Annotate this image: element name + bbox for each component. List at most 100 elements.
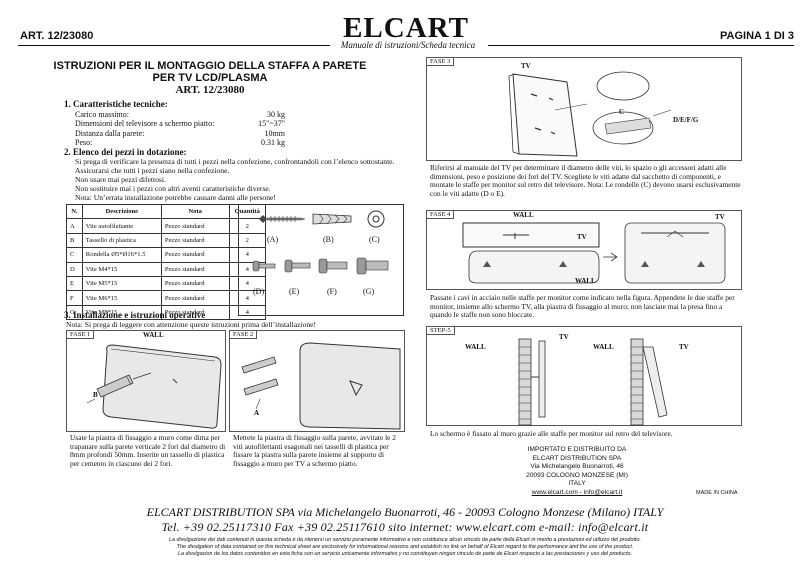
spec-value: 30 kg	[267, 110, 285, 119]
cell: Vite M5*15	[81, 275, 162, 292]
fase-4-text: Passate i cavi in acciaio nelle staffe p…	[430, 293, 735, 320]
wall-label-1: WALL	[465, 343, 486, 351]
part-c-label: C	[619, 108, 625, 116]
wall-label: WALL	[143, 331, 164, 339]
tv-bracket-mounting-drawing	[508, 71, 672, 157]
spec-label: Carico massimo:	[75, 110, 129, 119]
part-label: (E)	[289, 287, 300, 296]
wall-label-2: WALL	[593, 343, 614, 351]
tv-label: TV	[521, 62, 531, 70]
fase-4-figure: FASE 4 WALL TV WALL TV	[426, 210, 742, 290]
cell: Pezzo standard	[160, 290, 230, 306]
header-rule-right	[488, 45, 794, 46]
spec-label: Peso:	[75, 138, 93, 148]
column-header: N.	[66, 203, 83, 220]
instruction-line: Non usare mai pezzi difettosi.	[75, 175, 166, 184]
cell: D	[66, 261, 83, 277]
fase-tag: FASE 4	[427, 211, 455, 219]
importer-line: 20093 COLOGNO MONZESE (MI)	[526, 471, 628, 479]
fase-1-figure: FASE 1 WALL B	[66, 330, 226, 432]
page-number: PAGINA 1 DI 3	[720, 30, 794, 42]
spec-row: Dimensioni del televisore a schermo piat…	[75, 119, 285, 128]
washer-icon	[367, 210, 385, 228]
self-tapping-screw-icon	[259, 215, 306, 223]
wall-plate-fixing-drawing	[241, 342, 401, 430]
section-specs-heading: 1. Caratteristiche tecniche:	[64, 99, 168, 109]
bolt-m8-icon	[356, 257, 389, 275]
step-5-figure: STEP-5 WALL TV WALL TV	[426, 326, 742, 426]
importer-info: IMPORTATO E DISTRIBUITO DA ELCART DISTRI…	[467, 446, 687, 498]
importer-website-link[interactable]: www.elcart.com - info@elcart.it	[531, 488, 623, 496]
tv-label-2: TV	[679, 343, 689, 351]
parts-drawing	[252, 210, 389, 275]
column-header: Descrizione	[81, 203, 162, 220]
part-label: (B)	[323, 235, 334, 244]
spec-label: Distanza dalla parete:	[75, 128, 145, 138]
spec-row: Peso: 0.31 kg	[75, 138, 285, 147]
cell: Pezzo standard	[160, 261, 230, 277]
table-header-row: N. Descrizione Nota Quantità	[66, 203, 267, 220]
cell: Pezzo standard	[160, 247, 230, 263]
cell: Vite M6*15	[81, 290, 162, 306]
cell: Vite M4*15	[81, 261, 162, 277]
footer-contacts: Tel. +39 02.25117310 Fax +39 02.25117610…	[161, 520, 649, 534]
cell: Vite autofilettante	[81, 218, 162, 234]
made-in-label: MADE IN CHINA	[696, 490, 738, 496]
part-b-label: B	[93, 391, 98, 399]
importer-line: Via Michelangelo Buonarroti, 46	[530, 463, 624, 471]
parts-instructions: Si prega di verificare la presenza di tu…	[75, 157, 415, 202]
cell: E	[66, 275, 83, 292]
cell: Tassello di plastica	[81, 232, 162, 249]
cell: 4	[228, 304, 267, 321]
spec-value: 0.31 kg	[261, 138, 285, 148]
cell: F	[66, 290, 83, 306]
instruction-line: Nota: Un’errata installazione potrebbe c…	[75, 193, 276, 202]
footer-address: ELCART DISTRIBUTION SPA via Michelangelo…	[146, 505, 664, 519]
article-number: ART. 12/23080	[20, 30, 94, 42]
cell: Pezzo standard	[160, 232, 230, 249]
spec-row: Carico massimo: 30 kg	[75, 110, 285, 119]
cell: A	[66, 218, 83, 234]
spec-value: 15"~37"	[258, 119, 285, 129]
step-5-text: Lo schermo è fissato al muro grazie alle…	[430, 429, 673, 438]
bolt-m5-icon	[284, 259, 311, 273]
parts-defg-label: D/E/F/G	[673, 116, 699, 124]
part-label: (A)	[267, 235, 279, 244]
fase-3-text: Riferirsi al manuale del TV per determin…	[430, 163, 741, 199]
disclaimer-spanish: La divulgacion de los datos contenidos e…	[178, 551, 632, 557]
column-header: Nota	[160, 203, 230, 220]
instruction-line: Non sostituire mai i pezzi con altri ave…	[75, 184, 271, 193]
bolt-m6-icon	[318, 258, 348, 274]
section-install-heading: 3. Installazione e istruzioni operative	[64, 310, 206, 320]
spec-label: Dimensioni del televisore a schermo piat…	[75, 119, 215, 129]
install-note: Nota: Si prega di leggere con attenzione…	[66, 320, 317, 329]
document-subtitle: Manuale di istruzioni/Scheda tecnica	[340, 40, 476, 50]
disclaimer-english: The divulgation of data contained on thi…	[176, 544, 634, 550]
fase-3-figure: FASE 3 TV C D/E/F/G	[426, 57, 742, 161]
title-line-3: ART. 12/23080	[175, 84, 245, 96]
header-rule-left	[18, 45, 330, 46]
fase-2-figure: FASE 2 A	[229, 330, 405, 432]
fase-tag: FASE 3	[427, 58, 455, 66]
cell: C	[66, 247, 83, 263]
fase-tag: STEP-5	[427, 327, 455, 335]
wall-label-top: WALL	[513, 211, 534, 219]
bolt-m4-icon	[252, 260, 276, 272]
part-a-label: A	[254, 409, 260, 417]
spec-list: Carico massimo: 30 kg Dimensioni del tele…	[75, 110, 285, 148]
tv-label-right: TV	[715, 213, 725, 221]
cell: Vite M8*15	[81, 304, 162, 321]
fase-2-text: Mettete la piastra di fissaggio sulla pa…	[233, 433, 396, 469]
cell: Rondella Ø5*Ø16*1.5	[81, 247, 162, 263]
fase-1-text: Usate la piastra di fissaggio a muro com…	[70, 433, 226, 469]
disclaimer-italian: La divulgazione dei dati contenuti in qu…	[169, 537, 641, 543]
document-title: ISTRUZIONI PER IL MONTAGGIO DELLA STAFFA…	[40, 60, 380, 96]
instruction-line: Si prega di verificare la presenza di tu…	[75, 157, 395, 166]
spec-row: Distanza dalla parete:10mm	[75, 129, 285, 138]
